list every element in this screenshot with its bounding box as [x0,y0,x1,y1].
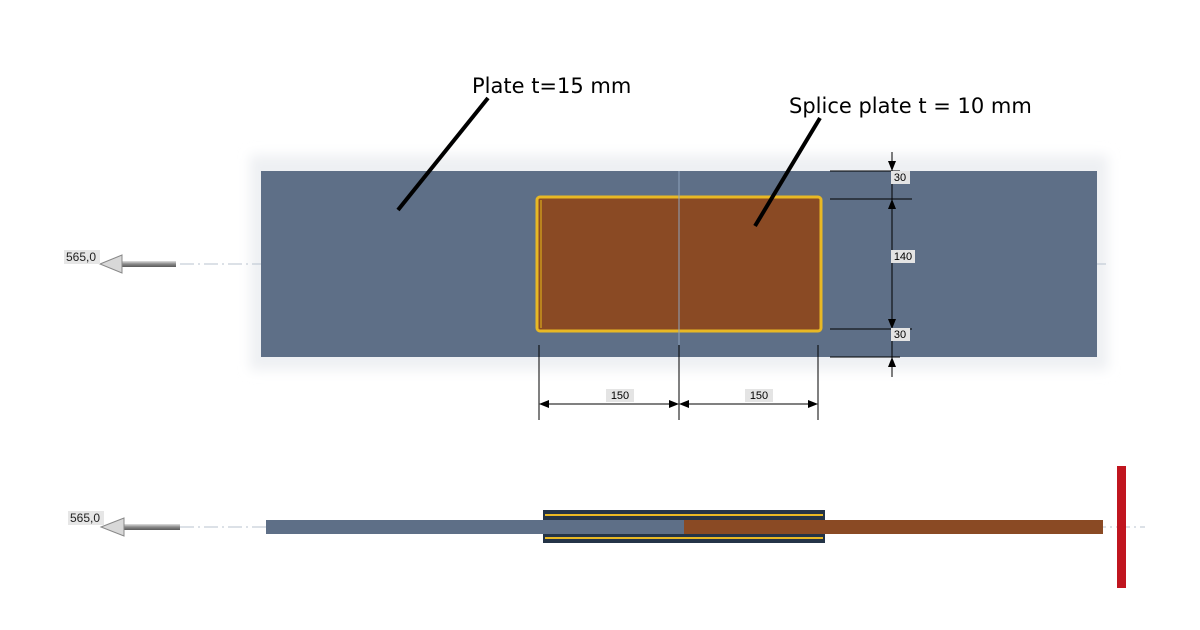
dim-right-half-label: 150 [750,390,768,402]
side-left-plate [266,520,684,534]
load-arrow-side: 565,0 [68,511,180,537]
side-weld-top [545,514,823,516]
top-view: 30 140 30 150 150 [64,152,1110,420]
load-top-label: 565,0 [66,250,96,264]
dim-left-half-label: 150 [611,390,629,402]
load-arrow-top: 565,0 [64,250,176,274]
splice-leader [753,116,822,228]
dim-middle: 140 [891,250,915,263]
splice-annotation: Splice plate t = 10 mm [789,94,1032,118]
side-view: 565,0 [68,466,1145,588]
plate-leader [396,96,490,212]
load-side-label: 565,0 [70,511,100,525]
dim-top-edge: 30 [891,171,910,184]
fixed-support [1117,466,1126,588]
dim-bottom-edge: 30 [891,328,910,341]
horizontal-dimensions [538,345,819,420]
dim-bottom-edge-label: 30 [894,329,906,341]
dim-middle-label: 140 [894,251,912,263]
side-right-plate [684,520,1103,534]
annotations: Plate t=15 mm Splice plate t = 10 mm [396,74,1032,228]
dim-left-half: 150 [606,389,634,402]
plate-annotation: Plate t=15 mm [472,74,631,98]
side-weld-bottom [545,537,823,539]
dim-right-half: 150 [745,389,773,402]
dim-top-edge-label: 30 [894,172,906,184]
